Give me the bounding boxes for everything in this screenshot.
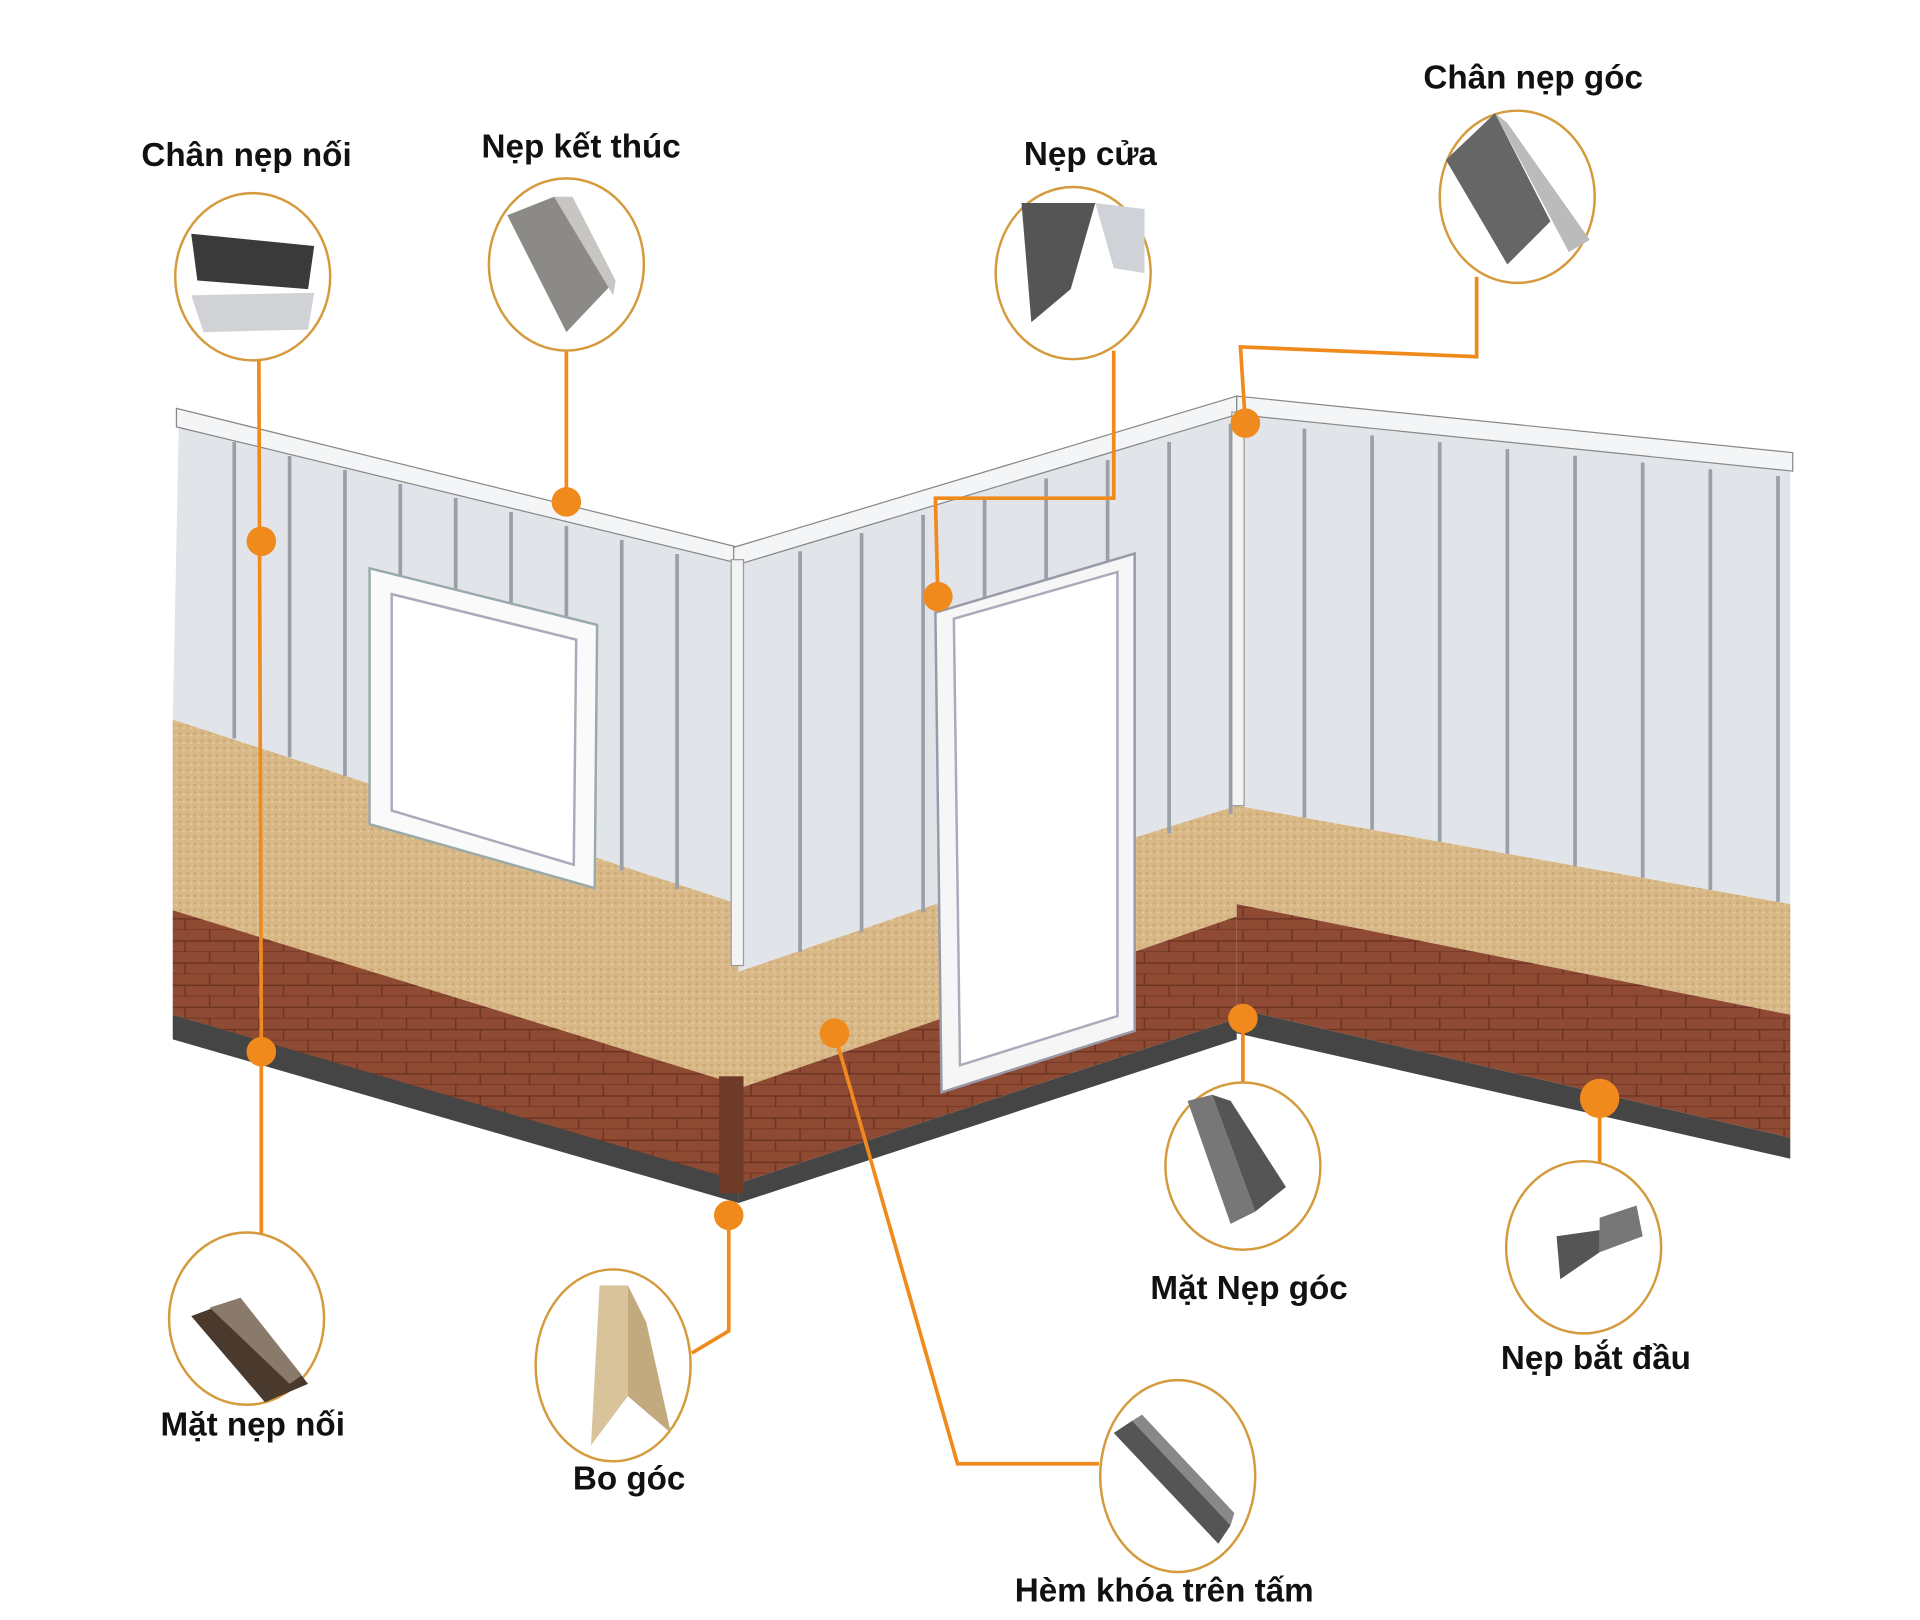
- label-mat-nep-noi: Mặt nẹp nối: [160, 1406, 344, 1443]
- label-chan-nep-noi: Chân nẹp nối: [141, 137, 351, 174]
- bo-goc-trim: [718, 1076, 744, 1194]
- label-nep-bat-dau: Nẹp bắt đầu: [1501, 1339, 1691, 1377]
- trim-thumbnail: [191, 233, 315, 290]
- corner-trim: [1231, 411, 1245, 807]
- label-bo-goc: Bo góc: [573, 1461, 686, 1498]
- callout-mat-nep-goc: Mặt Nẹp góc: [1150, 1081, 1348, 1307]
- callout-dots: [246, 408, 1620, 1231]
- callout-nep-cua: Nẹp cửa: [994, 136, 1157, 361]
- label-mat-nep-goc: Mặt Nẹp góc: [1150, 1270, 1347, 1307]
- trim-thumbnail: [1556, 1230, 1600, 1280]
- right-wall: [1236, 395, 1794, 1159]
- callout-nep-bat-dau: Nẹp bắt đầu: [1501, 1159, 1691, 1377]
- callout-bo-goc: Bo góc: [534, 1268, 692, 1498]
- label-chan-nep-goc: Chân nẹp góc: [1423, 60, 1643, 97]
- left-wall: [172, 407, 740, 1204]
- callout-mat-nep-noi: Mặt nẹp nối: [160, 1231, 345, 1443]
- label-nep-cua: Nẹp cửa: [1024, 136, 1157, 173]
- door: [934, 551, 1136, 1094]
- callout-hem-khoa-tren-tam: Hèm khóa trên tấm: [1015, 1378, 1314, 1610]
- corner-trim: [730, 559, 745, 967]
- callout-chan-nep-goc: Chân nẹp góc: [1423, 60, 1643, 285]
- trim-thumbnail: [1021, 202, 1096, 323]
- label-hem-khoa-tren-tam: Hèm khóa trên tấm: [1015, 1573, 1314, 1610]
- trim-thumbnail: [1445, 113, 1551, 265]
- trim-thumbnail: [507, 196, 614, 333]
- trim-thumbnail: [590, 1285, 628, 1446]
- trim-thumbnail: [1187, 1094, 1256, 1224]
- trim-thumbnail: [1113, 1420, 1231, 1544]
- callout-nep-ket-thuc: Nẹp kết thúc: [482, 128, 681, 352]
- label-nep-ket-thuc: Nẹp kết thúc: [482, 128, 681, 165]
- window: [368, 566, 599, 890]
- callout-chan-nep-noi: Chân nẹp nối: [141, 137, 352, 362]
- trim-thumbnail: [191, 1297, 309, 1403]
